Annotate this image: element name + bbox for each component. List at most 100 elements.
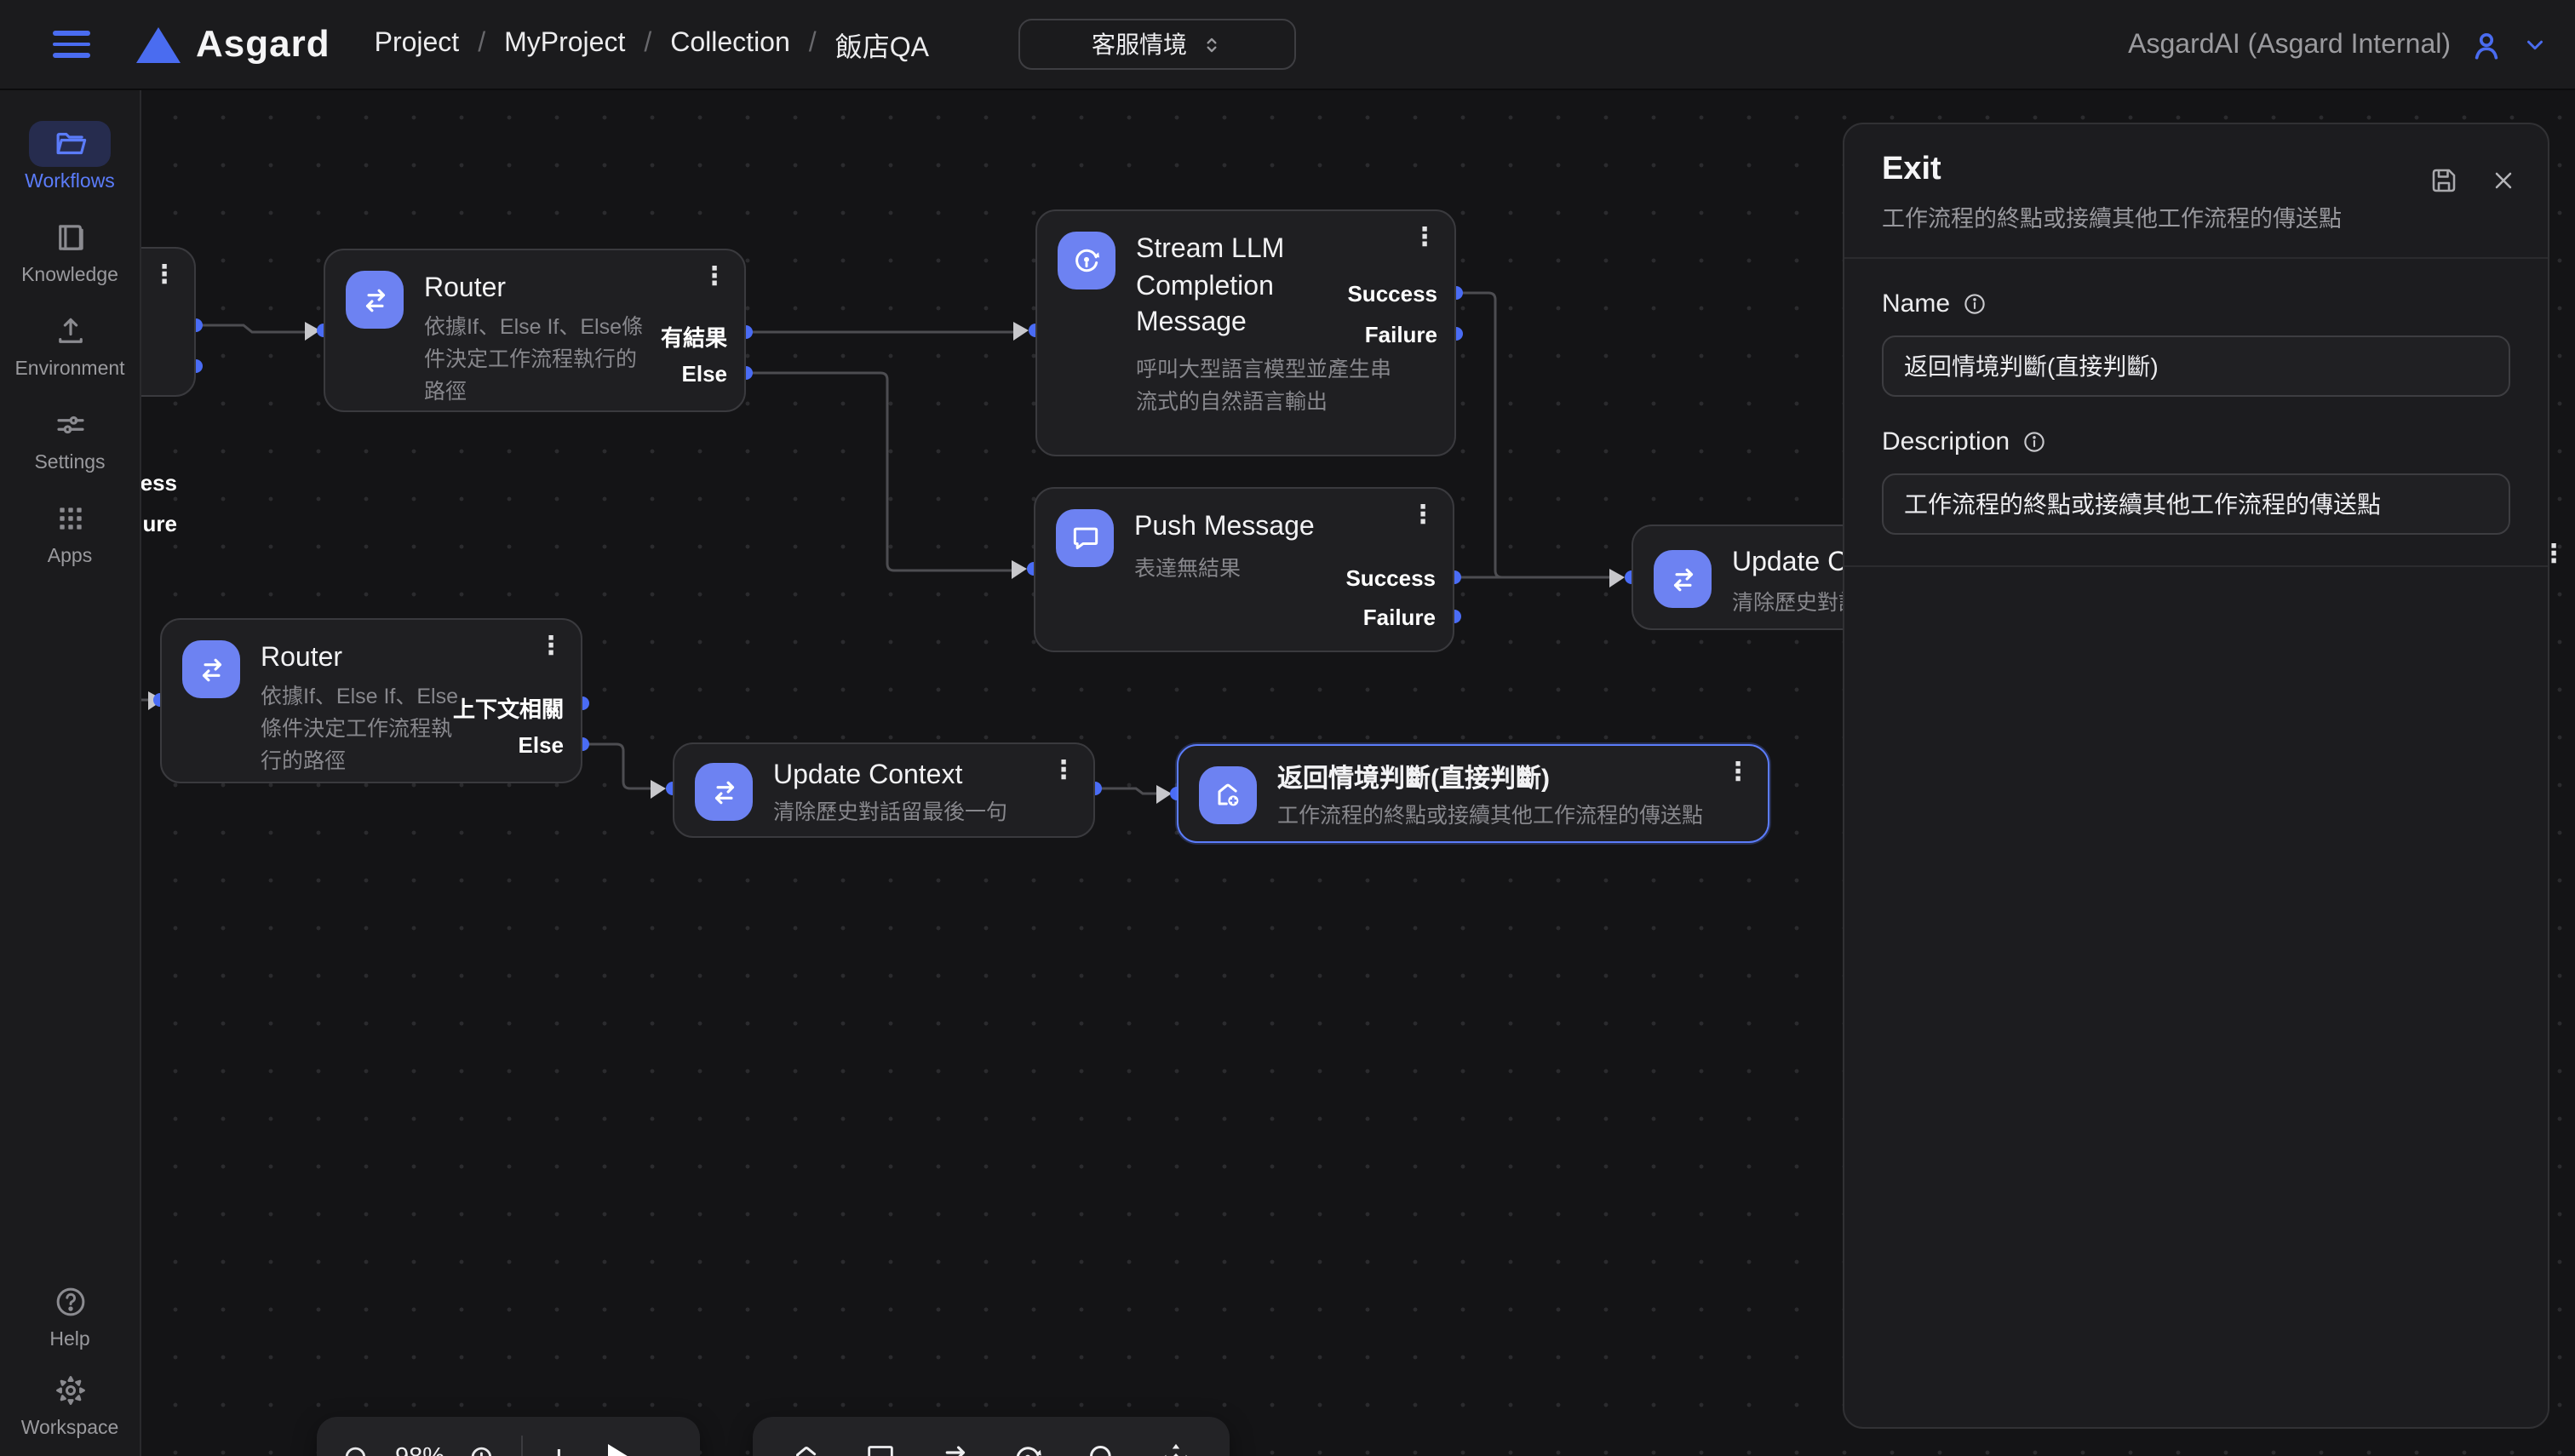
port-label-success: Success (141, 470, 177, 496)
node-push-message[interactable]: Push Message 表達無結果 ⋮ Success Failure (1034, 487, 1454, 652)
sidebar-item-help[interactable]: Help (0, 1279, 140, 1350)
sliders-icon (29, 402, 111, 448)
port-label: Else (681, 361, 728, 387)
port-label: 有結果 (660, 325, 727, 351)
node-menu-icon[interactable]: ⋮ (152, 261, 177, 289)
port-label: Failure (1362, 605, 1436, 630)
sidebar-item-label: Knowledge (21, 266, 118, 286)
move-tool-icon[interactable] (1157, 1440, 1193, 1456)
sidebar-item-environment[interactable]: Environment (0, 308, 140, 380)
message-node-icon (1056, 509, 1114, 567)
sidebar-item-workspace[interactable]: Workspace (0, 1367, 140, 1439)
port-label: Failure (1364, 322, 1437, 347)
node-palette-toolbar (753, 1417, 1230, 1456)
node-update-context[interactable]: Update Context 清除歷史對話留最後一句 ⋮ (673, 742, 1095, 838)
message-node-tool-icon[interactable] (863, 1441, 898, 1456)
llm-node-icon (1058, 232, 1115, 289)
hamburger-menu-icon[interactable] (53, 31, 90, 58)
book-icon (29, 215, 111, 261)
user-avatar-icon[interactable] (2468, 26, 2505, 64)
node-desc: 依據If、Else If、Else條件決定工作流程執行的路徑 (424, 315, 643, 403)
zoom-in-icon[interactable] (467, 1442, 499, 1456)
router-node-icon (182, 640, 240, 698)
node-desc: 清除歷史對話留最後一句 (773, 800, 1008, 824)
edge-streamllm-success (1456, 291, 1538, 579)
node-menu-icon[interactable]: ⋮ (538, 632, 564, 661)
sidebar-item-label: Settings (34, 453, 106, 473)
arrowhead (651, 780, 666, 799)
brand: Asgard (136, 22, 330, 66)
node-router-2[interactable]: Router 依據If、Else If、Else條件決定工作流程執行的路徑 ⋮ … (160, 618, 582, 783)
sidebar-item-label: Workflows (25, 172, 115, 192)
environment-select[interactable]: 客服情境 (1018, 19, 1296, 70)
breadcrumb-collection[interactable]: Collection (670, 29, 790, 58)
breadcrumb: Project / MyProject / Collection / 飯店QA (375, 24, 929, 65)
zoom-toolbar: 98% + (317, 1417, 700, 1456)
node-title: Update Context (773, 761, 963, 790)
sidebar-item-apps[interactable]: Apps (0, 496, 140, 567)
llm-node-tool-icon[interactable] (1011, 1440, 1047, 1456)
arrowhead (1013, 322, 1029, 341)
search-icon[interactable] (1085, 1441, 1119, 1456)
node-title: Stream LLM Completion Message (1136, 235, 1285, 338)
node-desc: 依據If、Else If、Else條件決定工作流程執行的路徑 (261, 685, 458, 772)
node-menu-icon[interactable]: ⋮ (1412, 223, 1437, 252)
description-input[interactable] (1882, 473, 2510, 535)
arrowhead (1012, 560, 1027, 579)
node-title: Router (424, 274, 507, 303)
node-menu-icon[interactable]: ⋮ (1410, 501, 1436, 530)
sidebar-item-workflows[interactable]: Workflows (0, 121, 140, 192)
description-field-group: Description (1882, 427, 2510, 535)
add-button[interactable]: + (548, 1440, 570, 1456)
name-field-group: Name (1882, 289, 2510, 397)
edge-updatecontext-to-exit (1095, 787, 1156, 795)
exit-node-tool-icon[interactable] (789, 1440, 825, 1456)
node-menu-icon[interactable]: ⋮ (1725, 758, 1751, 787)
brand-name: Asgard (196, 22, 330, 65)
save-icon[interactable] (2429, 165, 2459, 196)
node-router-1[interactable]: Router 依據If、Else If、Else條件決定工作流程執行的路徑 ⋮ … (324, 249, 746, 412)
environment-select-value: 客服情境 (1092, 31, 1187, 58)
description-label-text: Description (1882, 427, 2010, 456)
select-chevrons-icon (1201, 33, 1223, 55)
account-chevron-down-icon[interactable] (2522, 32, 2548, 58)
sidebar-item-knowledge[interactable]: Knowledge (0, 215, 140, 286)
port-label: Success (1347, 281, 1437, 307)
run-workflow-button[interactable] (608, 1444, 631, 1456)
name-input[interactable] (1882, 335, 2510, 397)
sidebar-item-label: Help (49, 1330, 90, 1350)
sidebar-item-label: Environment (14, 359, 125, 380)
breadcrumb-project[interactable]: Project (374, 29, 460, 58)
zoom-out-icon[interactable] (341, 1442, 373, 1456)
node-exit-selected[interactable]: 返回情境判斷(直接判斷) 工作流程的終點或接續其他工作流程的傳送點 ⋮ (1177, 744, 1769, 843)
node-title: Router (261, 644, 343, 673)
sidebar: Workflows Knowledge Environment Settings… (0, 90, 141, 1456)
node-menu-icon[interactable]: ⋮ (702, 262, 727, 291)
zoom-level: 98% (395, 1444, 444, 1456)
arrowhead (305, 322, 320, 341)
port-label: Success (1345, 565, 1436, 591)
node-menu-icon[interactable]: ⋮ (1051, 756, 1076, 785)
arrowhead (1156, 785, 1172, 804)
port-label: Else (518, 732, 565, 758)
name-label: Name (1882, 289, 2510, 318)
top-navbar: Asgard Project / MyProject / Collection … (0, 0, 2575, 90)
node-stream-llm[interactable]: Stream LLM Completion Message 呼叫大型語言模型並產… (1035, 209, 1456, 456)
router-node-tool-icon[interactable] (936, 1440, 972, 1456)
node-clipped-left[interactable]: ⋮ Success Failure (141, 247, 196, 536)
context-node-icon (1654, 550, 1712, 608)
breadcrumb-current[interactable]: 飯店QA (834, 34, 929, 63)
router-node-icon (346, 271, 404, 329)
edge-router1-else-to-push (746, 371, 1012, 572)
description-label: Description (1882, 427, 2510, 456)
sidebar-item-settings[interactable]: Settings (0, 402, 140, 473)
close-icon[interactable] (2490, 165, 2517, 196)
sidebar-item-label: Workspace (20, 1419, 119, 1439)
breadcrumb-myproject[interactable]: MyProject (504, 29, 626, 58)
sidebar-item-label: Apps (47, 547, 93, 567)
account-name: AsgardAI (Asgard Internal) (2128, 30, 2451, 59)
gear-icon (29, 1367, 111, 1413)
node-desc: 工作流程的終點或接續其他工作流程的傳送點 (1277, 804, 1704, 828)
toolbar-divider (521, 1436, 524, 1456)
